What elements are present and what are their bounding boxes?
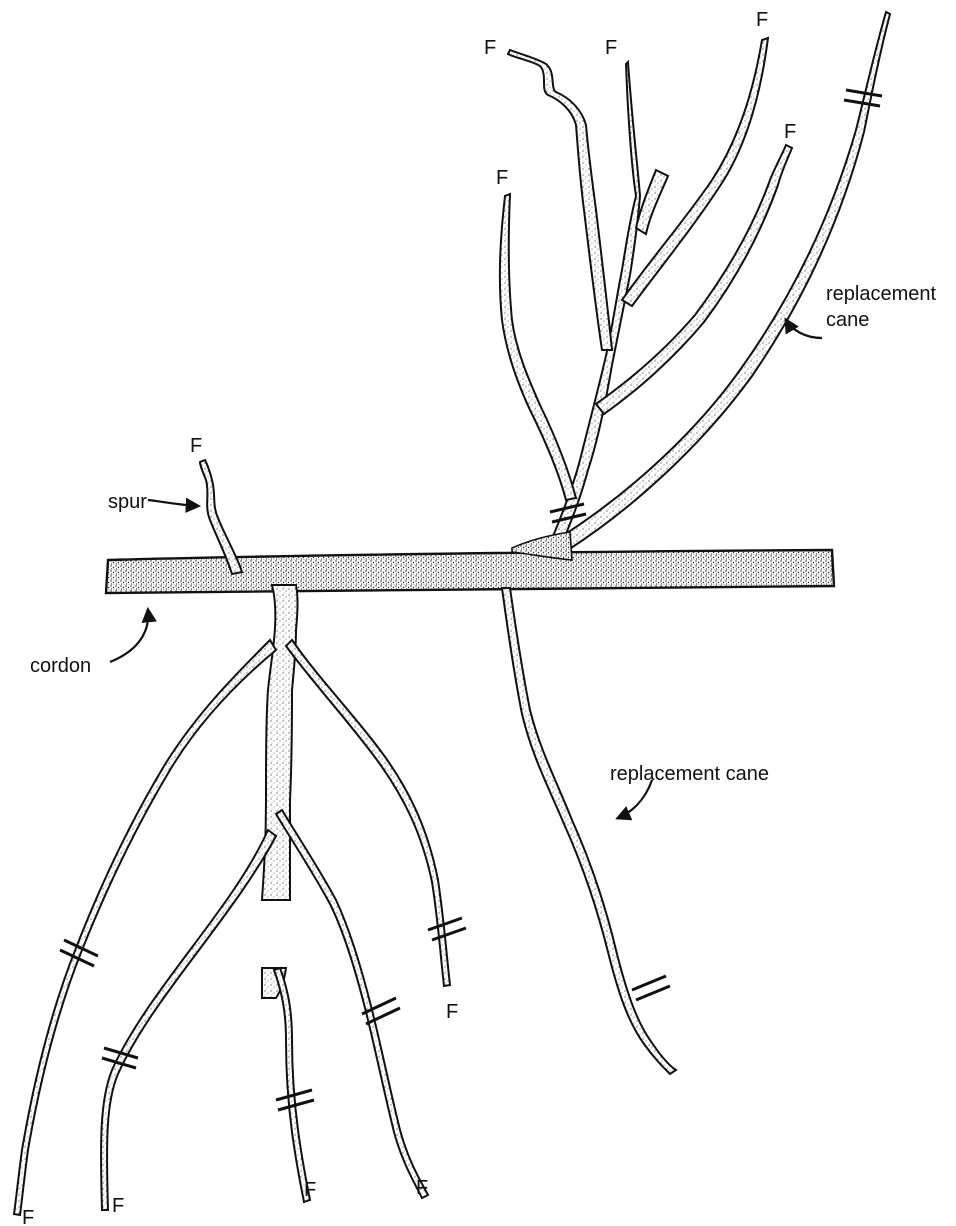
label-f-right-cane: F — [446, 1001, 458, 1023]
text-labels: spur cordon replacement cane replacement… — [22, 9, 937, 1226]
cordon-trunk — [106, 550, 834, 593]
pruning-cut-marks — [60, 90, 882, 1110]
label-f-middle-right-cane: F — [416, 1177, 428, 1199]
label-replacement-cane-lower: replacement cane — [610, 763, 769, 785]
replacement-cane-lower-arrow — [618, 780, 652, 818]
cut-mark-right-cane — [428, 918, 466, 940]
spur-arrow — [148, 500, 198, 506]
cordon-arrow — [110, 610, 148, 662]
label-f-upper-left-shoot: F — [496, 167, 508, 189]
label-f-spur: F — [190, 435, 202, 457]
label-f-upper-right: F — [784, 121, 796, 143]
label-replacement-cane-upper-line1: replacement — [826, 283, 937, 305]
label-cordon: cordon — [30, 655, 91, 677]
label-f-top-left: F — [484, 37, 496, 59]
cut-mark-lower-replacement — [632, 976, 670, 1000]
replacement-cane-upper-arrow — [786, 320, 822, 338]
label-f-top-right: F — [756, 9, 768, 31]
label-f-top-middle: F — [605, 37, 617, 59]
lower-cane-cluster — [14, 585, 450, 1215]
label-replacement-cane-upper-line2: cane — [826, 309, 869, 331]
label-f-middle-left-cane: F — [112, 1195, 124, 1217]
label-f-center-cane: F — [304, 1179, 316, 1201]
label-spur: spur — [108, 491, 147, 513]
lower-replacement-cane — [502, 588, 676, 1074]
label-f-left-cane: F — [22, 1207, 34, 1226]
